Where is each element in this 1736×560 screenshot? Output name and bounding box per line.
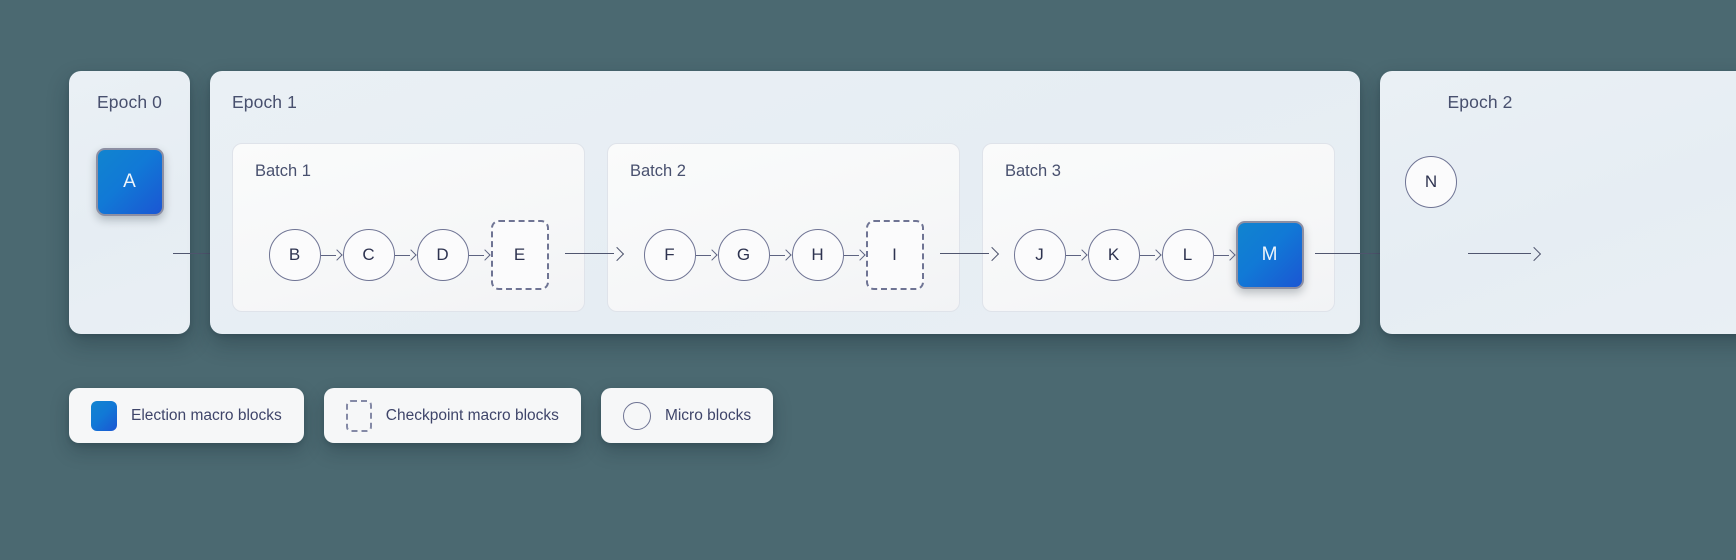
arrow-line	[1315, 252, 1394, 255]
arrow-line	[173, 252, 239, 255]
epoch-1-title: Epoch 1	[232, 92, 297, 112]
block-i[interactable]: I	[865, 220, 924, 290]
blockchain-epoch-chain: Epoch 0 A Epoch 1 Batch 1 B C D E Batc	[0, 71, 1736, 334]
batch-panel-1[interactable]: Batch 1 B C D E	[232, 143, 585, 312]
batch-panel-2[interactable]: Batch 2 F G H I	[607, 143, 960, 312]
block-e[interactable]: E	[490, 220, 549, 290]
legend-label-checkpoint: Checkpoint macro blocks	[385, 406, 559, 424]
micro-swatch-icon	[622, 401, 651, 430]
arrow-l-to-m	[1213, 249, 1236, 261]
batch-panel-3[interactable]: Batch 3 J K L M	[982, 143, 1335, 312]
block-n[interactable]: N	[1405, 156, 1457, 208]
block-l[interactable]: L	[1161, 229, 1214, 281]
epoch-panel-2[interactable]: Epoch 2 N	[1380, 71, 1736, 334]
epoch-0-title: Epoch 0	[97, 92, 162, 112]
arrow-d-to-e	[468, 249, 491, 261]
block-b[interactable]: B	[268, 229, 321, 281]
legend-label-micro: Micro blocks	[664, 406, 752, 424]
arrow-e-to-f	[565, 246, 625, 261]
epoch-panel-1[interactable]: Epoch 1 Batch 1 B C D E Batch 2 F G H	[210, 71, 1360, 334]
arrow-i-to-j	[940, 246, 1000, 261]
block-c[interactable]: C	[342, 229, 395, 281]
arrow-h-to-i	[843, 249, 866, 261]
block-m[interactable]: M	[1235, 221, 1304, 289]
epoch-panel-0[interactable]: Epoch 0 A	[69, 71, 190, 334]
batch-2-title: Batch 2	[630, 162, 686, 180]
arrow-j-to-k	[1065, 249, 1088, 261]
batch-3-title: Batch 3	[1005, 162, 1061, 180]
checkpoint-swatch-icon	[345, 399, 372, 432]
arrow-b-to-c	[320, 249, 343, 261]
block-h[interactable]: H	[791, 229, 844, 281]
block-g[interactable]: G	[717, 229, 770, 281]
arrow-line	[940, 252, 989, 255]
arrow-g-to-h	[769, 249, 792, 261]
block-j[interactable]: J	[1013, 229, 1066, 281]
arrow-f-to-g	[695, 249, 718, 261]
arrow-c-to-d	[394, 249, 417, 261]
block-a[interactable]: A	[95, 148, 164, 216]
arrow-m-to-n	[1315, 246, 1405, 261]
block-k[interactable]: K	[1087, 229, 1140, 281]
block-f[interactable]: F	[643, 229, 696, 281]
legend: Election macro blocks Checkpoint macro b…	[69, 388, 774, 443]
arrow-line	[1468, 252, 1531, 255]
arrow-head	[609, 246, 625, 261]
legend-item-micro-blocks[interactable]: Micro blocks	[600, 388, 774, 443]
arrow-k-to-l	[1139, 249, 1162, 261]
arrow-head	[984, 246, 1000, 261]
block-d[interactable]: D	[416, 229, 469, 281]
legend-label-election: Election macro blocks	[131, 406, 282, 424]
election-swatch-icon	[91, 400, 117, 431]
arrow-head	[1526, 246, 1542, 261]
arrow-a-to-b	[173, 246, 250, 261]
arrow-line	[565, 252, 614, 255]
epoch-2-title: Epoch 2	[1447, 92, 1513, 112]
arrow-n-to-next	[1468, 246, 1542, 261]
legend-item-election-macro-blocks[interactable]: Election macro blocks	[69, 388, 304, 443]
legend-item-checkpoint-macro-blocks[interactable]: Checkpoint macro blocks	[323, 388, 581, 443]
batch-1-title: Batch 1	[255, 162, 311, 180]
